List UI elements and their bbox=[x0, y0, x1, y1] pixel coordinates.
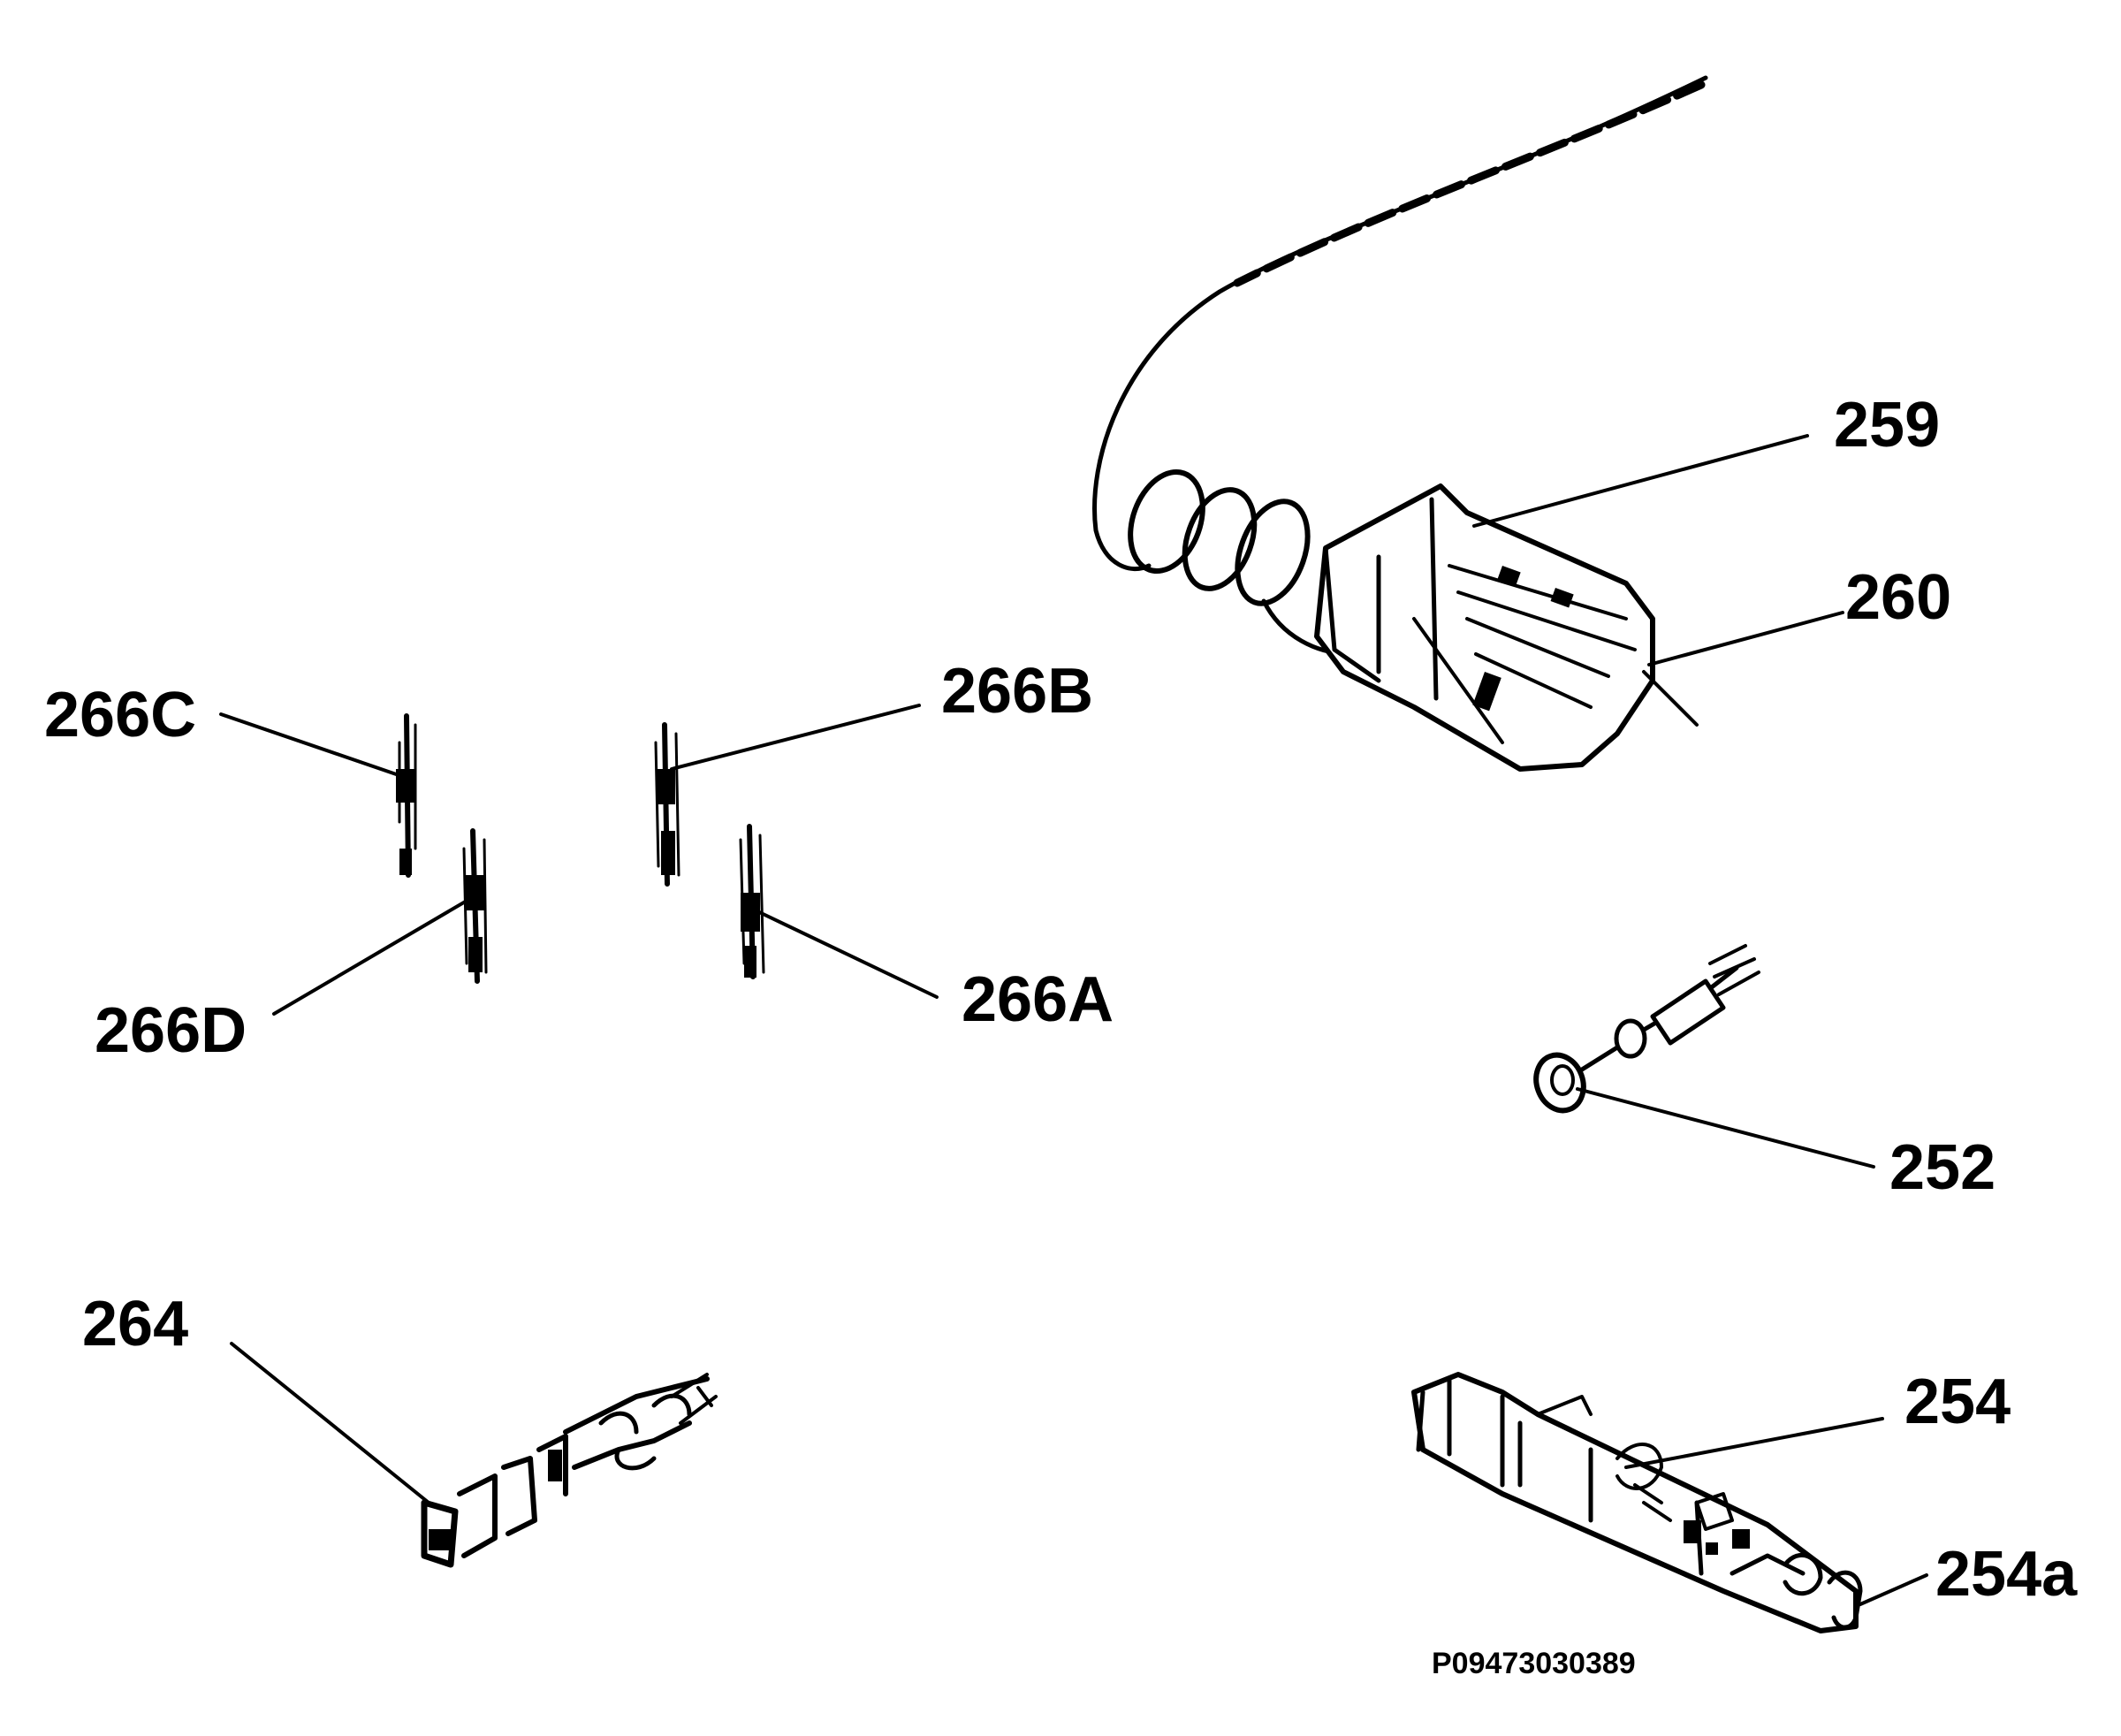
leader-266B bbox=[670, 704, 921, 771]
tube-coil-2 bbox=[1182, 487, 1258, 591]
switch-front-plate bbox=[1323, 497, 1439, 701]
leader-259 bbox=[1472, 434, 1809, 528]
pin-266D bbox=[462, 828, 488, 984]
terminal-block-1 bbox=[1497, 565, 1521, 586]
label-264: 264 bbox=[82, 1289, 188, 1359]
switch-shaft bbox=[1642, 670, 1699, 727]
tube-coil-3 bbox=[1235, 499, 1311, 606]
capillary-tube-shadow bbox=[1233, 80, 1706, 287]
leader-266A bbox=[754, 909, 939, 999]
label-266A: 266A bbox=[962, 964, 1114, 1035]
drawing-code: P09473030389 bbox=[1432, 1647, 1636, 1680]
pin-266C bbox=[396, 713, 417, 878]
leader-254 bbox=[1624, 1417, 1884, 1469]
component-264 bbox=[421, 1373, 718, 1568]
label-266B: 266B bbox=[941, 656, 1093, 727]
leader-266C bbox=[219, 712, 408, 780]
label-254a: 254a bbox=[1935, 1539, 2078, 1610]
label-252: 252 bbox=[1889, 1132, 1996, 1203]
leader-264 bbox=[230, 1342, 430, 1504]
tube-coil-1 bbox=[1128, 468, 1205, 575]
leader-lines bbox=[219, 434, 1928, 1606]
leader-260 bbox=[1647, 611, 1844, 666]
pin-266A bbox=[739, 824, 765, 979]
part-labels: 259 260 266B 266C 266D 266A 252 264 254 … bbox=[44, 390, 2078, 1610]
capillary-tube bbox=[1092, 75, 1708, 572]
label-266C: 266C bbox=[44, 680, 196, 750]
pin-266B bbox=[654, 722, 680, 887]
label-254: 254 bbox=[1904, 1367, 2011, 1437]
terminal-block-2 bbox=[1550, 587, 1574, 608]
leader-254a bbox=[1859, 1573, 1928, 1606]
thermostat-switch-assembly bbox=[1092, 75, 1708, 772]
switch-terminals bbox=[1412, 564, 1637, 744]
leader-266D bbox=[272, 895, 475, 1016]
connector-252 bbox=[1533, 944, 1760, 1114]
leader-252 bbox=[1576, 1087, 1875, 1169]
ignition-module-254 bbox=[1411, 1372, 1863, 1633]
label-260: 260 bbox=[1845, 562, 1951, 633]
label-259: 259 bbox=[1834, 390, 1940, 461]
terminal-block-3 bbox=[1472, 672, 1501, 712]
label-266D: 266D bbox=[95, 995, 247, 1066]
